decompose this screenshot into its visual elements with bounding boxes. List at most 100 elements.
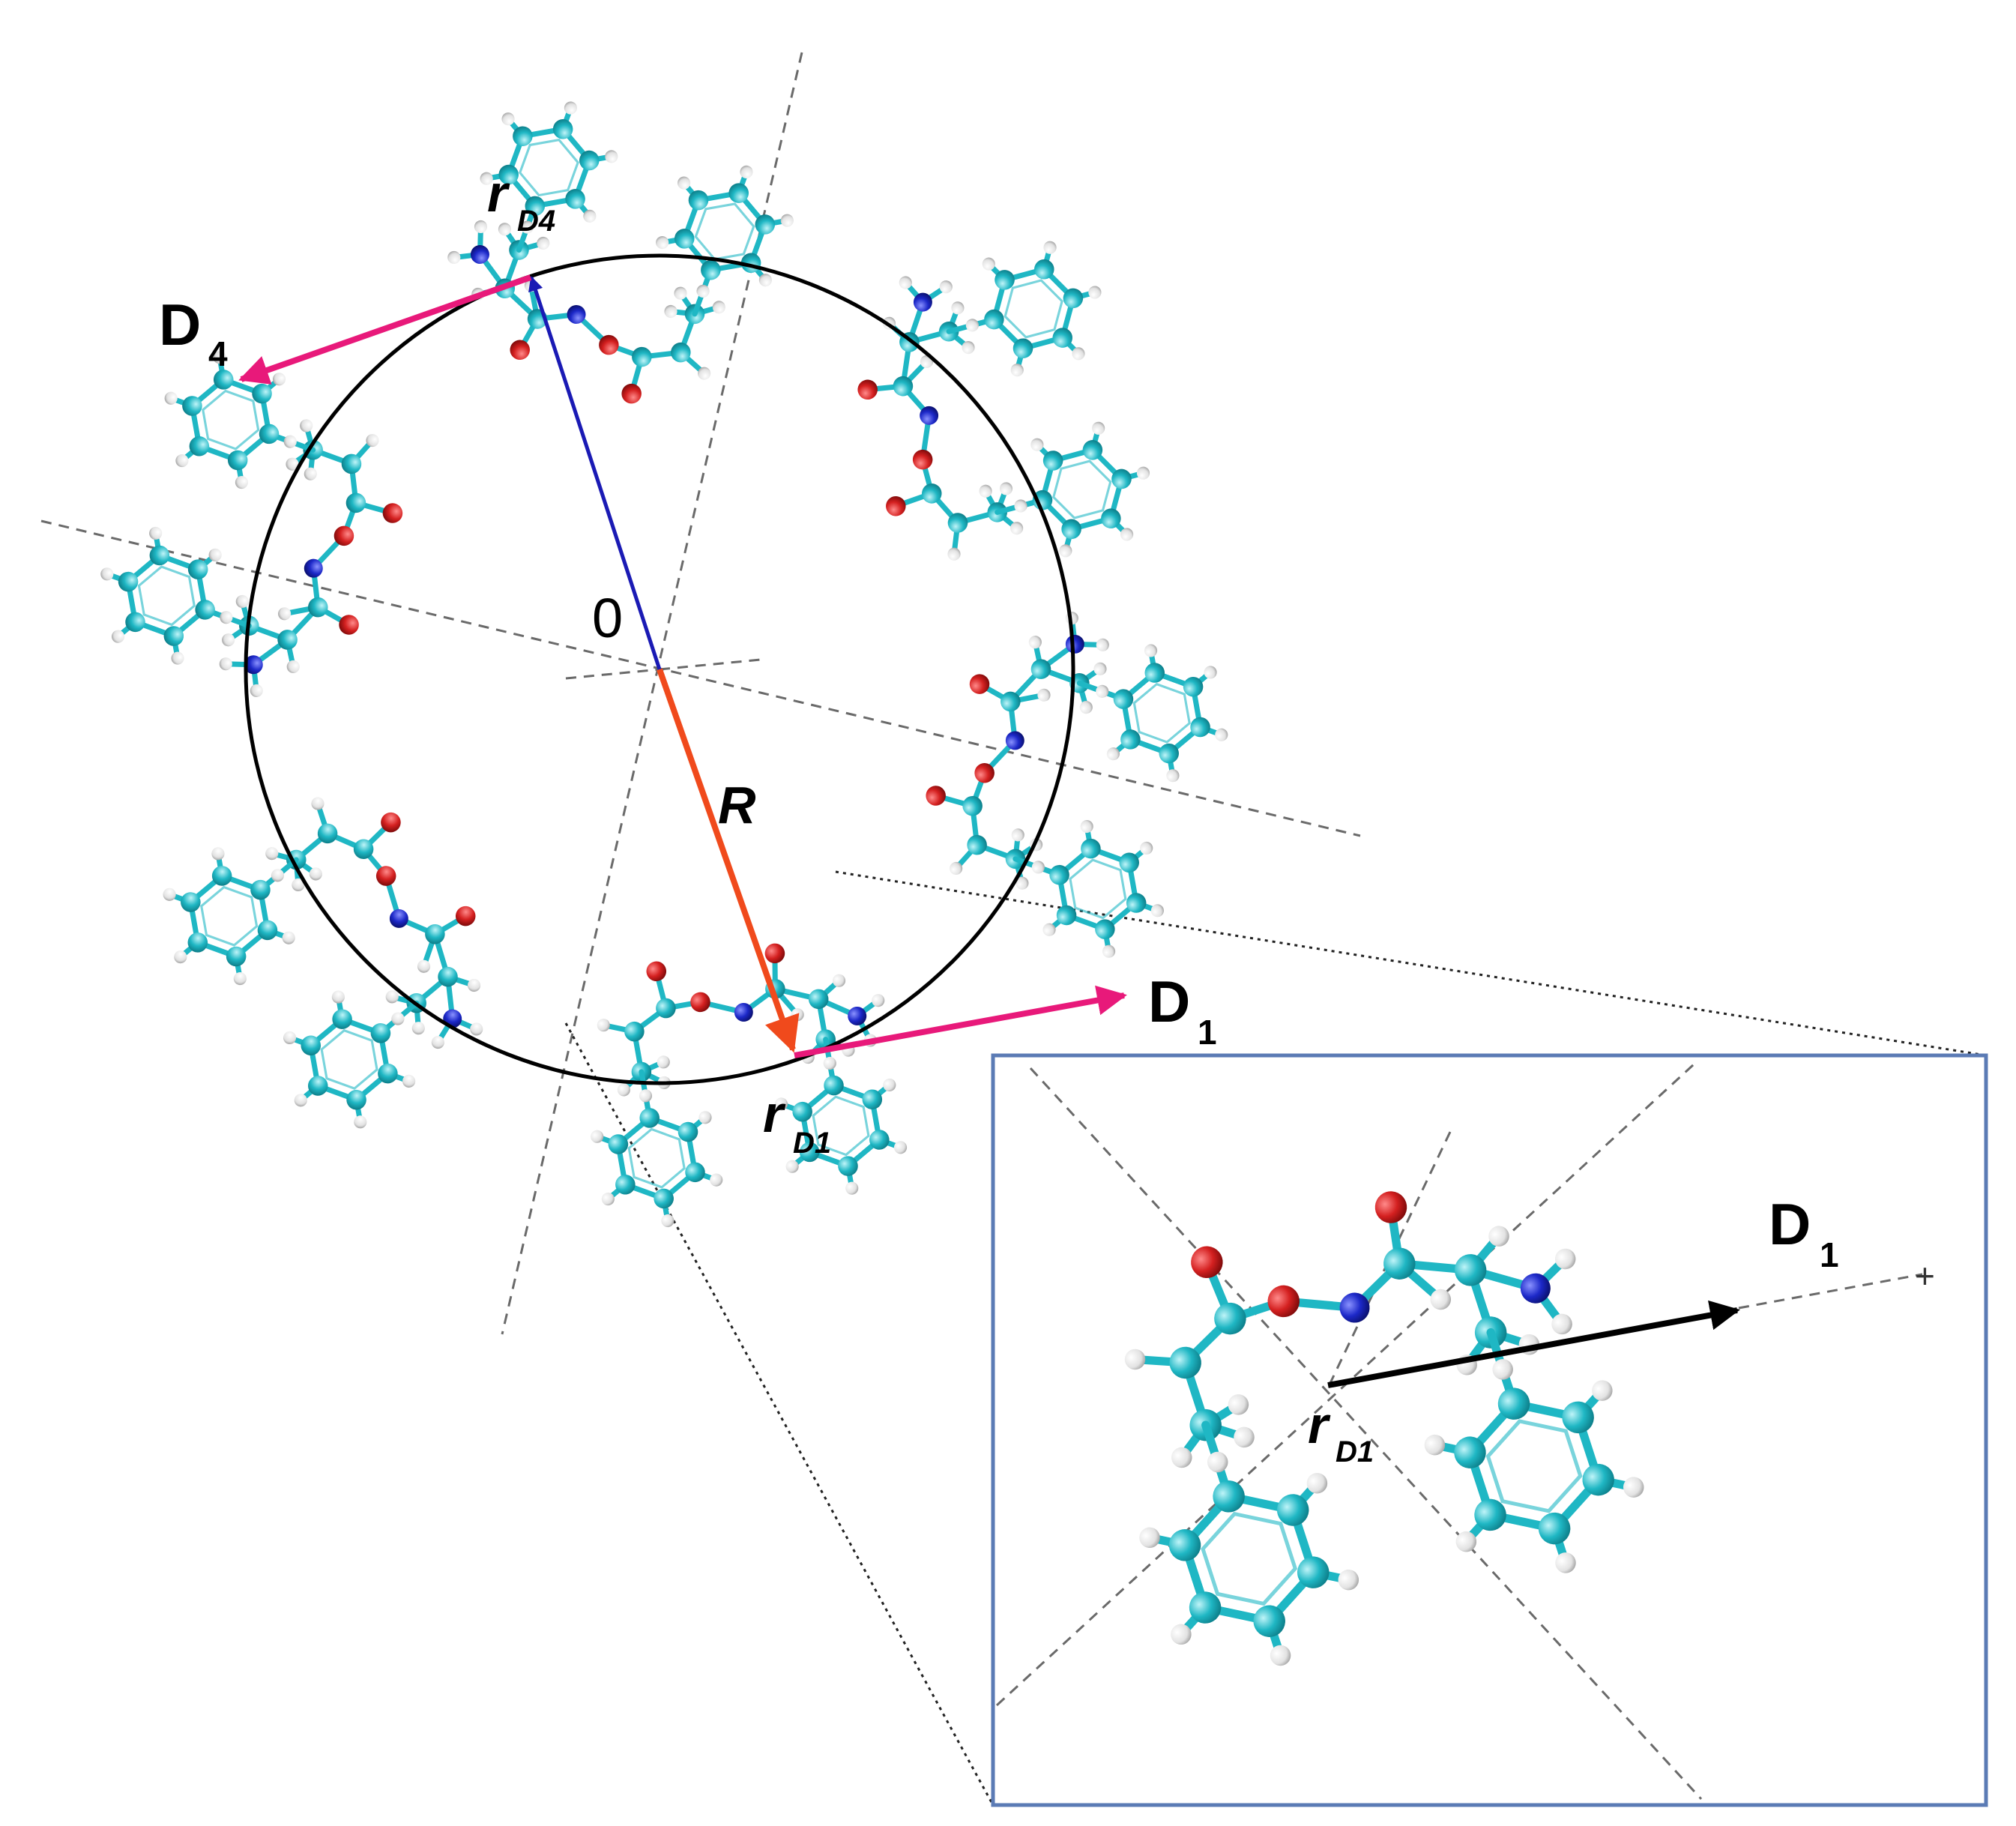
hydrogen-atom [947, 547, 961, 561]
ring-carbon-atom [1213, 1480, 1245, 1513]
hydrogen-atom [1455, 1531, 1477, 1552]
ring-carbon-atom [211, 866, 232, 886]
amine-nitrogen-atom [244, 655, 263, 675]
hydrogen-atom [175, 454, 189, 468]
hydrogen-atom [1120, 528, 1134, 541]
hydrogen-atom [1554, 1248, 1576, 1270]
hydrogen-atom [1011, 828, 1024, 842]
ring-carbon-atom [799, 1142, 820, 1163]
hydrogen-atom [591, 1130, 604, 1143]
aromatic-ring-inner [812, 1095, 870, 1157]
peptide-residue [163, 797, 483, 1129]
hydrogen-atom [474, 220, 488, 234]
hydrogen-atom [1092, 421, 1105, 435]
ring-carbon-atom [1063, 288, 1084, 309]
hydrogen-atom [1079, 701, 1093, 714]
hydrogen-atom [712, 301, 725, 314]
hydrogen-atom [740, 165, 753, 178]
hydrogen-atom [1102, 944, 1116, 958]
ring-carbon-atom [1168, 1529, 1201, 1561]
aromatic-ring-inner [1069, 858, 1127, 920]
ring-carbon-atom [984, 309, 1004, 330]
hydrogen-atom [639, 1089, 653, 1103]
alpha-carbon-atom [947, 513, 968, 533]
hydrogen-atom [657, 1055, 670, 1069]
dipole-d4-label: D 4 [159, 292, 228, 373]
ring-carbon-atom [824, 1075, 844, 1096]
hydrogen-atom [1171, 1447, 1192, 1468]
carbonyl-carbon-atom [962, 795, 983, 816]
oxygen-atom [621, 383, 642, 404]
hydrogen-atom [171, 651, 184, 665]
hydrogen-atom [1139, 1527, 1160, 1549]
ring-carbon-atom [615, 1175, 636, 1195]
hydrogen-atom [1166, 769, 1180, 783]
inset-dipole-sub: 1 [1820, 1235, 1839, 1274]
position-rd1-sub: D1 [793, 1127, 831, 1160]
hydrogen-atom [265, 847, 279, 861]
guide-line-center-right [659, 658, 761, 671]
aromatic-ring-inner [518, 138, 579, 197]
ring-carbon-atom [995, 270, 1015, 290]
position-rd4-main: r [487, 164, 510, 223]
hydrogen-atom [1204, 666, 1217, 679]
ring-carbon-atom [1253, 1605, 1285, 1637]
ring-carbon-atom [1042, 451, 1063, 471]
hydrogen-atom [174, 950, 187, 964]
hydrogen-atom [1042, 923, 1056, 936]
ring-carbon-atom [182, 396, 202, 416]
hydrogen-atom [677, 176, 691, 190]
ring-carbon-atom [498, 164, 519, 185]
hydrogen-atom [208, 548, 222, 561]
hydrogen-atom [1080, 819, 1093, 834]
position-rd1-label: r D1 [763, 1085, 831, 1160]
hydrogen-atom [965, 319, 979, 332]
amine-nitrogen-atom [1065, 634, 1084, 654]
hydrogen-atom [1028, 636, 1042, 649]
hydrogen-atom [282, 931, 295, 944]
hydrogen-atom [823, 1056, 836, 1070]
alpha-carbon-atom [277, 630, 298, 650]
hydrogen-atom [250, 684, 263, 697]
ring-carbon-atom [654, 1188, 674, 1209]
oxygen-atom [375, 866, 396, 886]
ring-carbon-atom [1497, 1387, 1530, 1420]
ring-carbon-atom [213, 370, 234, 390]
hydrogen-atom [1072, 347, 1085, 361]
ring-carbon-atom [674, 229, 695, 249]
ring-carbon-atom [195, 600, 215, 620]
zoom-connectors [564, 870, 1987, 1806]
alpha-carbon-atom [1454, 1254, 1487, 1286]
hydrogen-atom [304, 467, 317, 480]
ring-carbon-atom [1126, 893, 1147, 913]
hydrogen-atom [845, 1181, 859, 1195]
hydrogen-atom [1106, 747, 1120, 761]
peptide-residue [447, 101, 794, 404]
ring-carbon-atom [181, 892, 201, 912]
oxygen-atom [926, 786, 946, 806]
ring-carbon-atom [1082, 440, 1103, 460]
ring-carbon-atom [1101, 508, 1121, 528]
inset-guide-diag-1 [1029, 1067, 1703, 1801]
hydrogen-atom [1136, 466, 1150, 480]
hydrogen-atom [1096, 684, 1109, 698]
hydrogen-atom [951, 301, 965, 315]
ring-carbon-atom [1189, 1591, 1222, 1624]
hydrogen-atom [617, 1083, 630, 1097]
ring-carbon-atom [187, 932, 208, 953]
hydrogen-atom [674, 286, 687, 300]
carbon-atom [1383, 1247, 1416, 1280]
hydrogen-atom [1014, 499, 1027, 513]
hydrogen-atom [235, 475, 248, 489]
hydrogen-atom [100, 567, 114, 581]
hydrogen-atom [979, 484, 992, 498]
ring-carbon-atom [1052, 328, 1073, 348]
ring-carbon-atom [1095, 919, 1115, 939]
hydrogen-atom [899, 276, 912, 289]
ring-carbon-atom [307, 1076, 328, 1096]
hydrogen-atom [271, 869, 285, 882]
hydrogen-atom [498, 223, 512, 236]
aromatic-ring-inner [1201, 1511, 1298, 1606]
alpha-carbon-atom [1169, 1346, 1201, 1379]
